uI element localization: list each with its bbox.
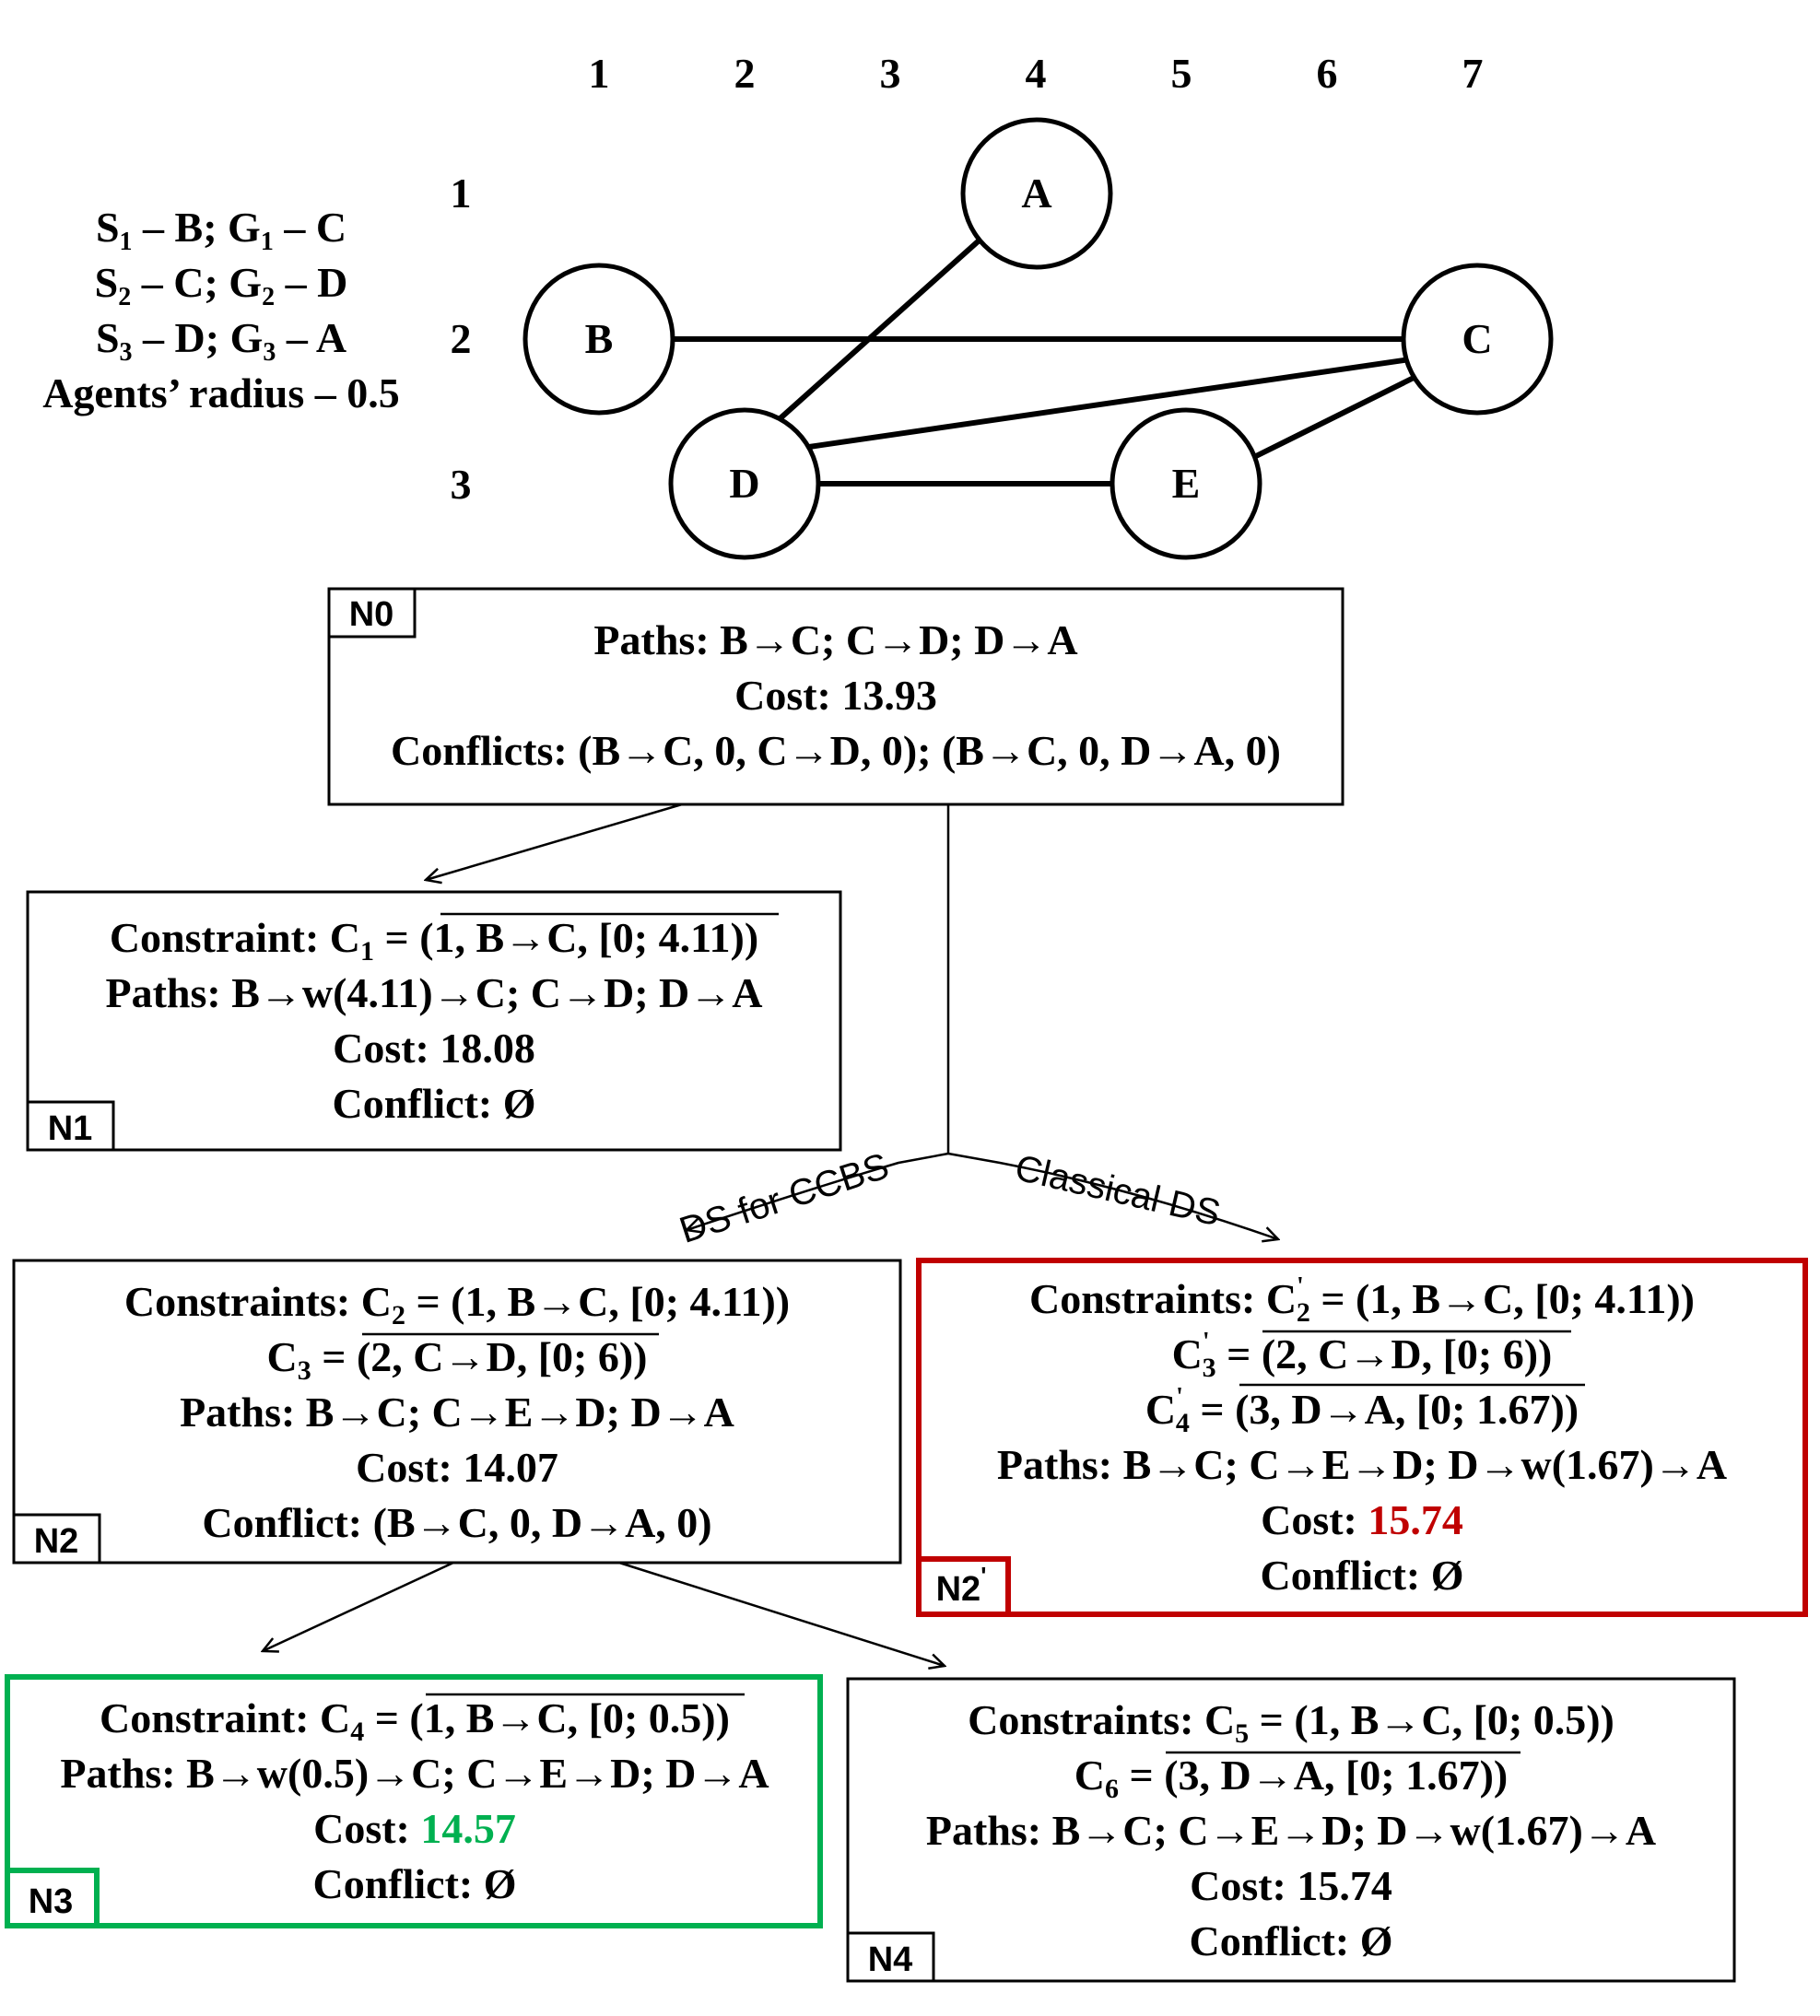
node-label-c: C: [1462, 315, 1492, 362]
legend-line-3: S3 – D; G3 – A: [96, 314, 346, 367]
edge-label-classical-ds: Classical DS: [1012, 1147, 1225, 1234]
col-label: 2: [734, 50, 756, 97]
node-label-e: E: [1172, 460, 1201, 507]
n2p-paths: Paths: B→C; C→E→D; D→w(1.67)→A: [997, 1441, 1727, 1488]
n1-paths: Paths: B→w(4.11)→C; C→D; D→A: [106, 969, 763, 1016]
tag-n2: N2: [34, 1522, 79, 1561]
n2-constraint-c3: C3 = (2, C→D, [0; 6)): [267, 1333, 648, 1386]
graph-node-e: E: [1110, 407, 1262, 560]
n2p-constraint-c3: C'3 = (2, C→D, [0; 6)): [1172, 1328, 1553, 1383]
row-label: 2: [451, 315, 472, 362]
n4-constraint-c5: Constraints: C5 = (1, B→C, [0; 0.5)): [968, 1696, 1615, 1749]
tree-node-n1: N1 Constraint: C1 = (1, B→C, [0; 4.11)) …: [26, 890, 842, 1152]
tree-connectors: [263, 803, 1278, 1666]
n4-conflict: Conflict: Ø: [1189, 1917, 1392, 1964]
arrow-split-n2: [687, 1152, 949, 1230]
legend-radius: Agents’ radius – 0.5: [42, 369, 400, 416]
legend: S1 – B; G1 – C S2 – C; G2 – D S3 – D; G3…: [42, 204, 400, 416]
n0-conflicts: Conflicts: (B→C, 0, C→D, 0); (B→C, 0, D→…: [391, 727, 1281, 774]
n4-constraint-c6: C6 = (3, D→A, [0; 1.67)): [1074, 1752, 1508, 1804]
n2p-constraint-c2: Constraints: C'2 = (1, B→C, [0; 4.11)): [1029, 1272, 1695, 1328]
n2p-conflict: Conflict: Ø: [1260, 1552, 1463, 1599]
legend-line-2: S2 – C; G2 – D: [95, 259, 348, 311]
arrow-n0-n1: [426, 803, 683, 880]
n3-conflict: Conflict: Ø: [312, 1860, 516, 1907]
n3-paths: Paths: B→w(0.5)→C; C→E→D; D→A: [60, 1750, 769, 1797]
graph-node-a: A: [960, 117, 1113, 270]
tree-node-n2: N2 Constraints: C2 = (1, B→C, [0; 4.11))…: [12, 1259, 902, 1565]
tree-node-n0: N0 Paths: B→C; C→D; D→A Cost: 13.93 Conf…: [327, 587, 1344, 806]
arrow-n2-n3: [263, 1561, 454, 1651]
edge-e-c: [1254, 373, 1419, 459]
grid-column-labels: 1 2 3 4 5 6 7: [589, 50, 1484, 97]
n1-constraint: Constraint: C1 = (1, B→C, [0; 4.11)): [110, 914, 758, 967]
tag-box-n4: [846, 1931, 935, 1983]
n0-cost: Cost: 13.93: [734, 672, 937, 719]
edge-label-ds-ccbs: DS for CCBS: [675, 1145, 894, 1251]
tree-node-n2-prime: N2' Constraints: C'2 = (1, B→C, [0; 4.11…: [916, 1258, 1808, 1617]
edge-a-d: [771, 233, 987, 427]
n2-conflict: Conflict: (B→C, 0, D→A, 0): [202, 1499, 711, 1546]
tag-n2-prime: N2': [936, 1562, 987, 1609]
node-label-a: A: [1021, 170, 1051, 217]
tree-node-n3: N3 Constraint: C4 = (1, B→C, [0; 0.5)) P…: [5, 1674, 823, 1928]
arrow-n2-n4: [618, 1561, 945, 1666]
row-label: 3: [451, 461, 472, 508]
tag-box-n0: [327, 587, 417, 639]
graph-nodes: A B C D E: [523, 117, 1554, 560]
graph-node-b: B: [523, 263, 675, 416]
col-label: 6: [1317, 50, 1338, 97]
n1-conflict: Conflict: Ø: [332, 1080, 535, 1127]
tree-node-n4: N4 Constraints: C5 = (1, B→C, [0; 0.5)) …: [846, 1677, 1736, 1983]
arrow-split-n2p: [947, 1152, 1278, 1239]
col-label: 4: [1026, 50, 1047, 97]
col-label: 1: [589, 50, 610, 97]
n1-cost: Cost: 18.08: [333, 1025, 535, 1072]
n4-cost: Cost: 15.74: [1190, 1862, 1392, 1909]
n3-cost-value: 14.57: [420, 1805, 516, 1852]
graph-node-d: D: [668, 407, 821, 560]
tag-box-n2: [12, 1513, 101, 1565]
graph-edges: [673, 233, 1419, 486]
n2-paths: Paths: B→C; C→E→D; D→A: [180, 1389, 734, 1436]
graph-node-c: C: [1401, 263, 1554, 416]
col-label: 3: [880, 50, 901, 97]
row-label: 1: [451, 170, 472, 217]
tag-n4: N4: [868, 1940, 913, 1979]
tag-box-n3: [5, 1868, 100, 1928]
n2-constraint-c2: Constraints: C2 = (1, B→C, [0; 4.11)): [124, 1278, 790, 1330]
grid-row-labels: 1 2 3: [451, 170, 472, 508]
col-label: 5: [1171, 50, 1192, 97]
node-label-d: D: [729, 460, 759, 507]
n0-paths: Paths: B→C; C→D; D→A: [593, 616, 1077, 663]
tag-n1: N1: [48, 1109, 93, 1148]
edge-d-c: [808, 357, 1411, 450]
tag-n0: N0: [349, 595, 394, 634]
n3-constraint: Constraint: C4 = (1, B→C, [0; 0.5)): [100, 1694, 730, 1747]
col-label: 7: [1462, 50, 1484, 97]
n4-paths: Paths: B→C; C→E→D; D→w(1.67)→A: [926, 1807, 1656, 1854]
tag-n3: N3: [29, 1882, 74, 1921]
n2p-constraint-c4: C'4 = (3, D→A, [0; 1.67)): [1145, 1383, 1579, 1438]
n2-cost: Cost: 14.07: [356, 1444, 558, 1491]
tag-box-n1: [26, 1100, 115, 1152]
n3-cost: Cost: 14.57: [313, 1805, 516, 1852]
node-label-b: B: [585, 315, 614, 362]
tag-box-n2-prime: [916, 1556, 1011, 1617]
n2p-cost-value: 15.74: [1368, 1496, 1463, 1543]
legend-line-1: S1 – B; G1 – C: [96, 204, 346, 256]
n2p-cost: Cost: 15.74: [1261, 1496, 1463, 1543]
